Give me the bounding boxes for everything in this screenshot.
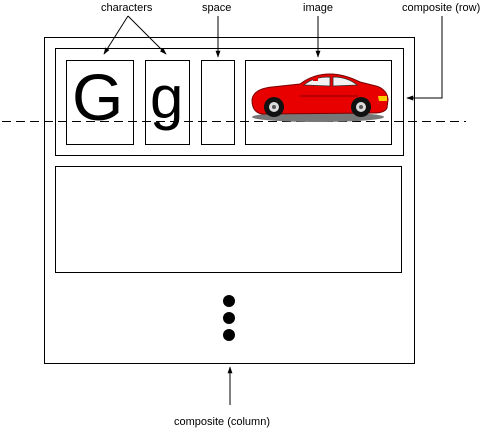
composite-column-box — [44, 37, 415, 364]
character-cell-upper — [66, 60, 134, 145]
image-cell — [245, 60, 392, 145]
arrow-composite-row — [406, 16, 443, 101]
label-composite-row: composite (row) — [402, 2, 481, 14]
arrow-characters-to-upper — [103, 15, 129, 55]
dot — [223, 295, 235, 307]
glyph-upper: G — [72, 60, 124, 134]
glyph-lower: g — [150, 64, 184, 131]
continuation-dots — [223, 295, 235, 341]
second-row-box — [55, 166, 402, 273]
space-cell — [201, 60, 235, 145]
label-image: image — [303, 2, 333, 14]
red-car-icon — [251, 73, 389, 122]
character-cell-lower — [145, 60, 190, 145]
dot — [223, 329, 235, 341]
arrow-characters-to-lower — [127, 15, 167, 55]
dot — [223, 312, 235, 324]
label-space: space — [202, 2, 232, 14]
composite-row-box — [55, 48, 404, 156]
label-composite-column: composite (column) — [174, 416, 270, 428]
label-characters: characters — [101, 2, 153, 14]
